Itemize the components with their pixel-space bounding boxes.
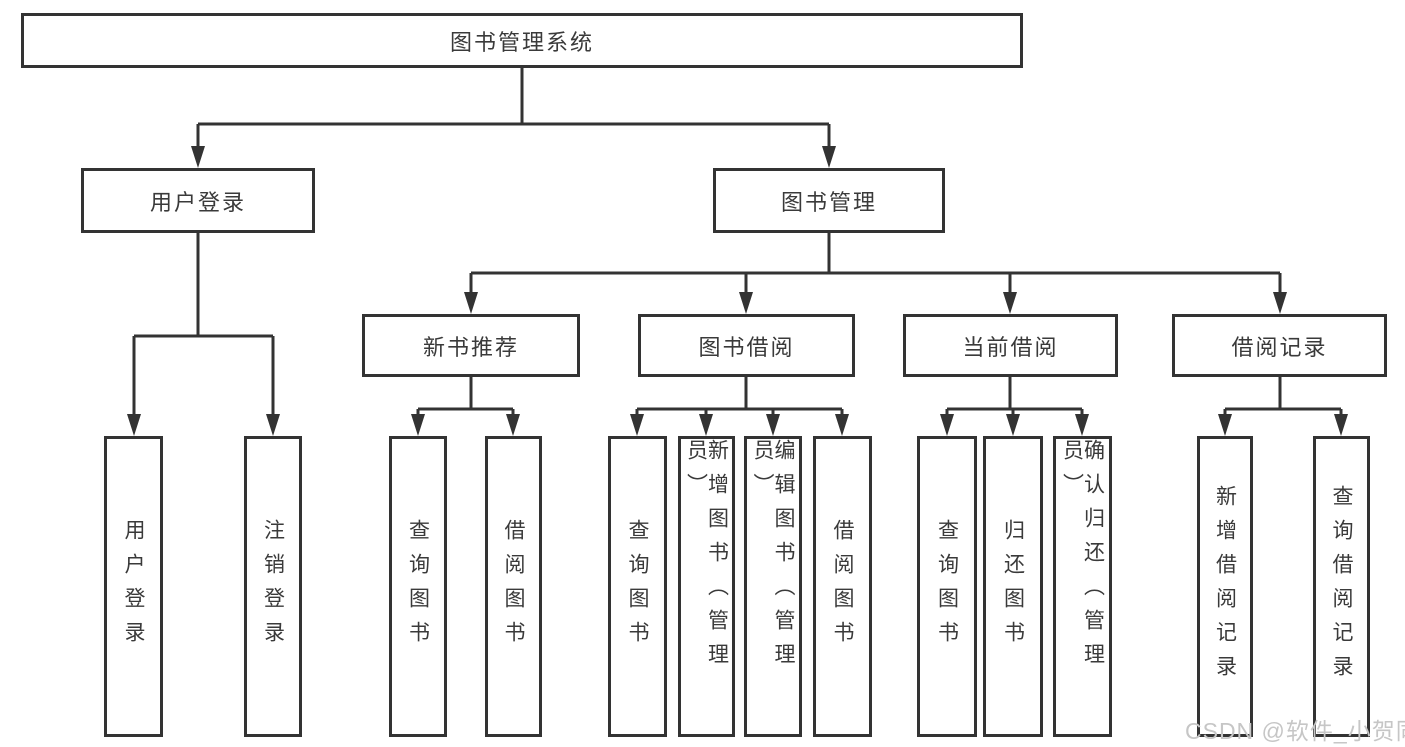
leaf-return-books: 归还图书: [983, 436, 1043, 737]
leaf-add-books-admin-label: 新增图书（管理员）: [684, 439, 729, 677]
node-current-borrowing: 当前借阅: [903, 314, 1118, 377]
node-borrowing-records-label: 借阅记录: [1231, 334, 1328, 360]
leaf-borrow-books-recommend: 借阅图书: [485, 436, 542, 737]
node-book-management-label: 图书管理: [780, 189, 877, 215]
leaf-query-books-recommend: 查询图书: [389, 436, 447, 737]
watermark: CSDN @软件_小贺同学: [1185, 718, 1405, 744]
leaf-add-borrow-record: 新增借阅记录: [1197, 436, 1253, 737]
node-user-login: 用户登录: [81, 168, 315, 233]
node-borrowing-records: 借阅记录: [1172, 314, 1387, 377]
leaf-query-borrow-record-label: 查询借阅记录: [1330, 484, 1353, 689]
node-user-login-label: 用户登录: [149, 189, 246, 215]
leaf-logout-login-label: 注销登录: [261, 518, 285, 655]
leaf-return-books-label: 归还图书: [1001, 518, 1025, 655]
node-new-book-recommendation: 新书推荐: [362, 314, 580, 377]
node-book-management: 图书管理: [713, 168, 945, 233]
node-new-book-recommendation-label: 新书推荐: [422, 334, 519, 360]
leaf-borrow-books-borrowing: 借阅图书: [813, 436, 872, 737]
leaf-user-login-label: 用户登录: [122, 518, 145, 655]
leaf-add-borrow-record-label: 新增借阅记录: [1213, 484, 1237, 689]
leaf-edit-books-admin: 编辑图书（管理员）: [744, 436, 802, 737]
node-book-borrowing: 图书借阅: [638, 314, 855, 377]
leaf-query-books-borrowing: 查询图书: [608, 436, 667, 737]
leaf-query-books-current-label: 查询图书: [935, 518, 959, 655]
node-current-borrowing-label: 当前借阅: [962, 334, 1059, 360]
leaf-add-books-admin: 新增图书（管理员）: [678, 436, 735, 737]
leaf-user-login: 用户登录: [104, 436, 163, 737]
leaf-confirm-return-admin: 确认归还（管理员）: [1053, 436, 1112, 737]
leaf-edit-books-admin-label: 编辑图书（管理员）: [751, 439, 795, 677]
leaf-query-books-recommend-label: 查询图书: [406, 518, 430, 655]
leaf-query-borrow-record: 查询借阅记录: [1313, 436, 1370, 737]
leaf-logout-login: 注销登录: [244, 436, 302, 737]
leaf-borrow-books-borrowing-label: 借阅图书: [831, 518, 854, 655]
leaf-query-books-current: 查询图书: [917, 436, 977, 737]
node-root: 图书管理系统: [21, 13, 1023, 68]
leaf-confirm-return-admin-label: 确认归还（管理员）: [1060, 439, 1105, 677]
node-root-label: 图书管理系统: [449, 29, 594, 55]
leaf-borrow-books-recommend-label: 借阅图书: [502, 518, 525, 655]
leaf-query-books-borrowing-label: 查询图书: [626, 518, 649, 655]
node-book-borrowing-label: 图书借阅: [698, 334, 795, 360]
